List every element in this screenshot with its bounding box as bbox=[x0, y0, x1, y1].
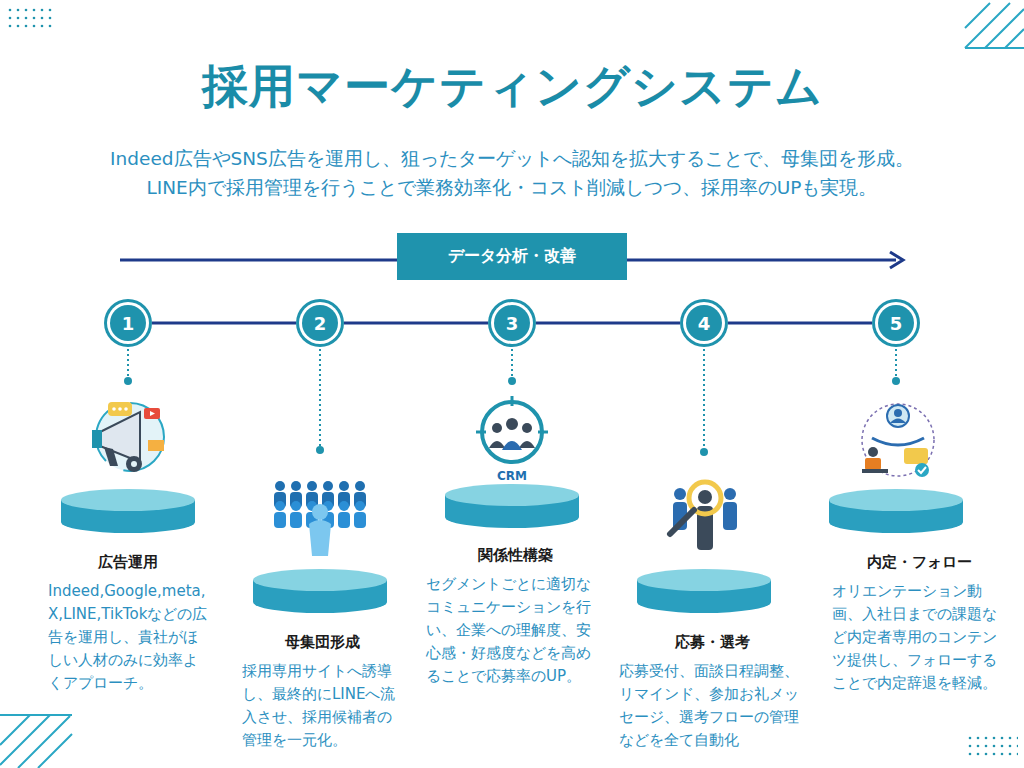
step-card: 応募・選考応募受付、面談日程調整、リマインド、参加お礼メッセージ、選考フローの管… bbox=[619, 633, 805, 752]
platform bbox=[637, 569, 771, 613]
step-number: 1 bbox=[110, 305, 146, 341]
crm-label: CRM bbox=[482, 469, 542, 483]
step-heading: 広告運用 bbox=[48, 553, 208, 572]
step-connector bbox=[152, 322, 296, 325]
step-heading: 内定・フォロー bbox=[832, 553, 1006, 572]
subtitle-line: LINE内で採用管理を行うことで業務効率化・コスト削減しつつ、採用率のUPも実現… bbox=[0, 175, 1024, 200]
crm-target-icon bbox=[476, 396, 548, 462]
crowd-icon bbox=[274, 481, 366, 556]
step-description: セグメントごとに適切なコミュニケーションを行い、企業への理解度、安心感・好感度な… bbox=[426, 573, 604, 688]
callout-number: 1 bbox=[122, 313, 135, 334]
step-connector bbox=[728, 322, 872, 325]
search-people-icon bbox=[670, 482, 737, 550]
corner-dots bbox=[4, 4, 52, 30]
platform bbox=[829, 489, 963, 533]
platform bbox=[445, 484, 579, 528]
callout-number: 3 bbox=[506, 313, 519, 334]
analysis-bar: データ分析・改善 bbox=[397, 233, 627, 280]
platform bbox=[253, 569, 387, 613]
step-description: Indeed,Google,meta,X,LINE,TikTokなどの広告を運用… bbox=[48, 580, 208, 695]
step-connector bbox=[344, 322, 488, 325]
bar-label: データ分析・改善 bbox=[448, 246, 576, 267]
callout-number: 5 bbox=[890, 313, 903, 334]
follow-icon bbox=[862, 404, 934, 477]
platform bbox=[61, 489, 195, 533]
step-heading: 関係性構築 bbox=[426, 546, 604, 565]
step-description: オリエンテーション動画、入社日までの課題など内定者専用のコンテンツ提供し、フォロ… bbox=[832, 580, 1006, 695]
step-card: 広告運用 Indeed,Google,meta,X,LINE,TikTokなどの広… bbox=[48, 553, 208, 695]
callout-number: 2 bbox=[314, 313, 327, 334]
corner-lines bbox=[0, 715, 72, 768]
step-number: 5 bbox=[878, 305, 914, 341]
corner-lines bbox=[965, 3, 1024, 48]
step-heading: 応募・選考 bbox=[619, 633, 805, 652]
step-description: 採用専用サイトへ誘導し、最終的にLINEへ流入させ、採用候補者の管理を一元化。 bbox=[242, 660, 402, 752]
corner-dots bbox=[968, 732, 1018, 760]
arrow-head bbox=[890, 252, 903, 268]
step-number: 3 bbox=[494, 305, 530, 341]
step-description: 応募受付、面談日程調整、リマインド、参加お礼メッセージ、選考フローの管理などを全… bbox=[619, 660, 805, 752]
megaphone-icon bbox=[92, 402, 164, 472]
subtitle-line: Indeed広告やSNS広告を運用し、狙ったターゲットへ認知を拡大することで、母… bbox=[0, 146, 1024, 171]
title: 採用マーケティングシステム bbox=[0, 56, 1024, 118]
step-heading: 母集団形成 bbox=[242, 633, 402, 652]
step-card: 関係性構築セグメントごとに適切なコミュニケーションを行い、企業への理解度、安心感… bbox=[426, 546, 604, 688]
step-number: 4 bbox=[686, 305, 722, 341]
step-number: 2 bbox=[302, 305, 338, 341]
step-card: 母集団形成採用専用サイトへ誘導し、最終的にLINEへ流入させ、採用候補者の管理を… bbox=[242, 633, 402, 752]
callout-number: 4 bbox=[698, 313, 711, 334]
step-card: 内定・フォローオリエンテーション動画、入社日までの課題など内定者専用のコンテンツ… bbox=[832, 553, 1006, 695]
step-connector bbox=[536, 322, 680, 325]
